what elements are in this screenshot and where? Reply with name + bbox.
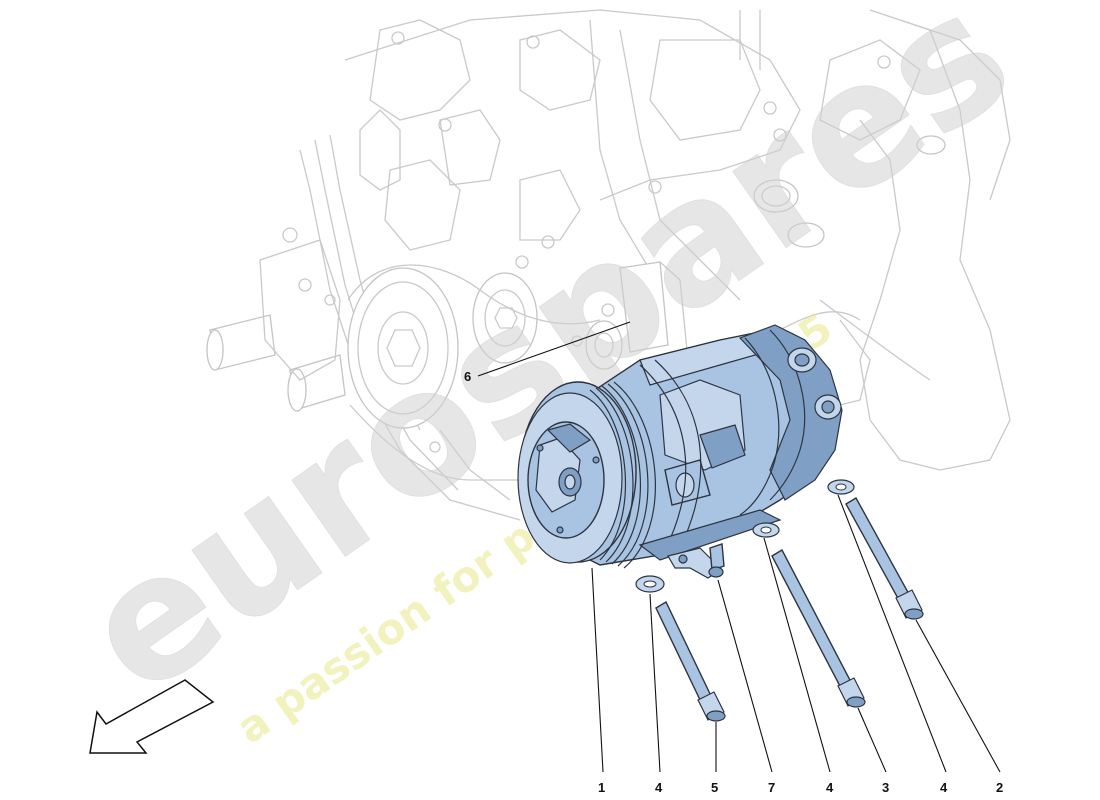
engine-ghost-outline (206, 9, 1011, 521)
callout-labels: 1 4 5 7 4 3 4 2 6 (464, 369, 1003, 795)
callout-4-a: 4 (655, 780, 663, 795)
watermark-brand: eurospares (50, 0, 1044, 734)
leader-lines (477, 321, 1001, 773)
bolt-part-5[interactable] (655, 601, 726, 722)
callout-7: 7 (768, 780, 775, 795)
callout-3: 3 (882, 780, 889, 795)
washer-part-4-c[interactable] (827, 479, 855, 495)
bolt-part-3[interactable] (771, 549, 866, 708)
callout-6: 6 (464, 369, 471, 384)
callout-4-b: 4 (826, 780, 834, 795)
bolt-part-2[interactable] (845, 497, 924, 620)
bracket-part-7[interactable] (667, 543, 725, 579)
front-direction-arrow-icon (89, 679, 215, 754)
ac-compressor[interactable] (517, 324, 843, 569)
callout-1: 1 (598, 780, 605, 795)
callout-2: 2 (996, 780, 1003, 795)
washer-part-4-a[interactable] (635, 575, 665, 593)
callout-4-c: 4 (940, 780, 948, 795)
washer-part-4-b[interactable] (752, 522, 780, 538)
callout-5: 5 (711, 780, 718, 795)
